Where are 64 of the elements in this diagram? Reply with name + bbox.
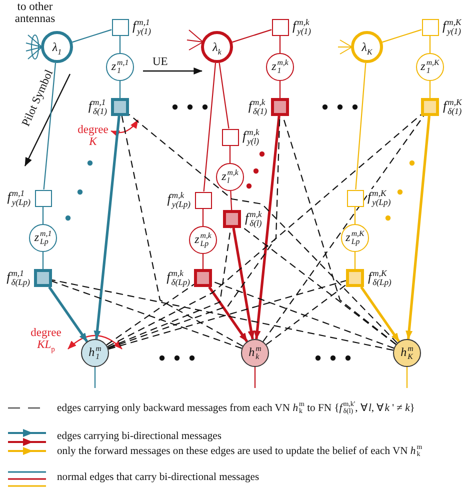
edge-line xyxy=(43,62,56,190)
edge-line xyxy=(119,81,121,98)
dashed-edge xyxy=(262,116,424,342)
legend-text: edges carrying only backward messages from each VN h$_{k}$$^{m}$ to FN {f$_{δ(l)}$$^{m,k'}$, ∀l, ∀k ' ≠ k} xyxy=(57,400,415,416)
degree-label: degree K xyxy=(76,124,110,149)
edge-line xyxy=(354,252,356,269)
edge-line xyxy=(203,62,216,192)
dashed-edge xyxy=(52,279,394,351)
edge-line xyxy=(202,254,204,269)
annotation-text: to other antennas xyxy=(14,0,56,26)
edge-line xyxy=(382,29,422,43)
edge-line xyxy=(279,36,281,53)
edge-line xyxy=(429,36,431,53)
edge-line xyxy=(406,116,430,340)
variable-node-circle xyxy=(41,31,73,63)
edge-line xyxy=(406,367,408,388)
node-label: λ$_{k}$ xyxy=(212,41,222,53)
variable-node-circle xyxy=(341,224,369,252)
degree-label: degree KL$_{p}$ xyxy=(30,326,62,352)
edge-line xyxy=(94,367,96,388)
variable-node-circle xyxy=(189,226,217,254)
edge-line xyxy=(48,286,88,342)
variable-node-circle xyxy=(216,163,244,191)
dashed-edge xyxy=(107,114,422,348)
node-label: λ$_{K}$ xyxy=(362,41,372,53)
edge-line xyxy=(279,81,281,98)
edge-line xyxy=(355,62,366,190)
edge-line xyxy=(202,208,204,226)
variable-node-circle xyxy=(81,339,109,367)
edge-line xyxy=(254,116,280,340)
edge-line xyxy=(354,206,356,224)
edge-line xyxy=(119,36,121,53)
annotation-text: UE xyxy=(152,56,168,68)
legend-text: edges carrying bi-directional messages xyxy=(57,431,222,444)
dashed-edge xyxy=(108,280,346,350)
edge-line xyxy=(254,367,256,388)
dashed-edge xyxy=(128,114,398,344)
variable-node-circle xyxy=(201,31,233,63)
variable-node-circle xyxy=(241,339,269,367)
edge-line xyxy=(232,228,255,340)
edge-line xyxy=(232,29,272,43)
edge-line xyxy=(230,190,232,210)
edge-line xyxy=(208,286,248,342)
variable-node-circle xyxy=(351,31,383,63)
edge-line xyxy=(218,62,230,129)
variable-node-circle xyxy=(106,53,134,81)
edge-line xyxy=(429,81,431,98)
legend-text: normal edges that carry bi-directional messages xyxy=(57,472,260,484)
edge-line xyxy=(72,29,112,43)
variable-node-circle xyxy=(266,53,294,81)
edge-line xyxy=(360,286,400,342)
variable-node-circle xyxy=(29,224,57,252)
edge-line xyxy=(94,116,120,340)
variable-node-circle xyxy=(393,339,421,367)
node-label: λ$_{1}$ xyxy=(52,41,62,53)
variable-node-circle xyxy=(416,53,444,81)
dashed-edge xyxy=(106,284,194,346)
edge-line xyxy=(229,146,231,163)
edge-line xyxy=(42,252,44,269)
dashed-edge xyxy=(212,280,394,349)
dashed-edge xyxy=(266,284,346,346)
dashed-edge xyxy=(121,116,244,347)
edge-line xyxy=(42,206,44,224)
dashed-edge xyxy=(52,280,242,349)
